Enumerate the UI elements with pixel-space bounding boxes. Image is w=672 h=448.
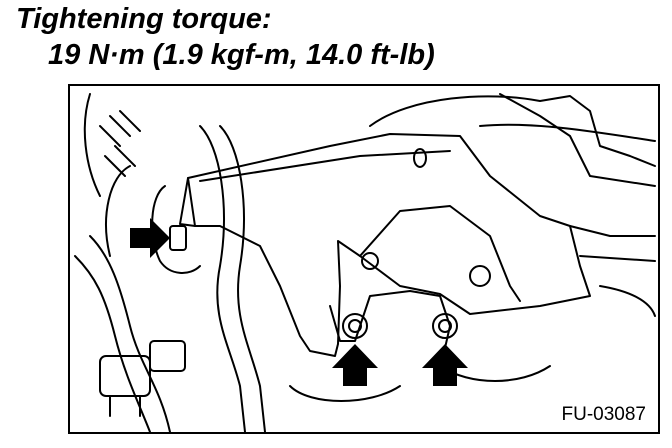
intake-pipe (479, 123, 656, 142)
arrow-lower-left-bolt (332, 344, 378, 386)
bracket (179, 133, 591, 357)
bracket-flange (329, 290, 451, 349)
page-title: Tightening torque: (16, 3, 272, 35)
engine-diagram: FU-03087 (68, 84, 660, 434)
wiring-harness (199, 125, 246, 432)
figure-code: FU-03087 (559, 404, 648, 426)
upper-cover (499, 93, 656, 187)
arrow-lower-right-bolt (422, 344, 468, 386)
torque-spec: 19 N·m (1.9 kgf-m, 14.0 ft-lb) (48, 39, 435, 71)
lower-bolt-left (342, 313, 368, 339)
connector (99, 355, 151, 397)
bracket-hole (413, 148, 427, 168)
lower-bolt-right (432, 313, 458, 339)
left-bolt (169, 225, 187, 251)
engine-line-drawing (74, 93, 656, 432)
engine-block-outline (369, 95, 656, 167)
arrow-left-bolt (130, 218, 170, 258)
